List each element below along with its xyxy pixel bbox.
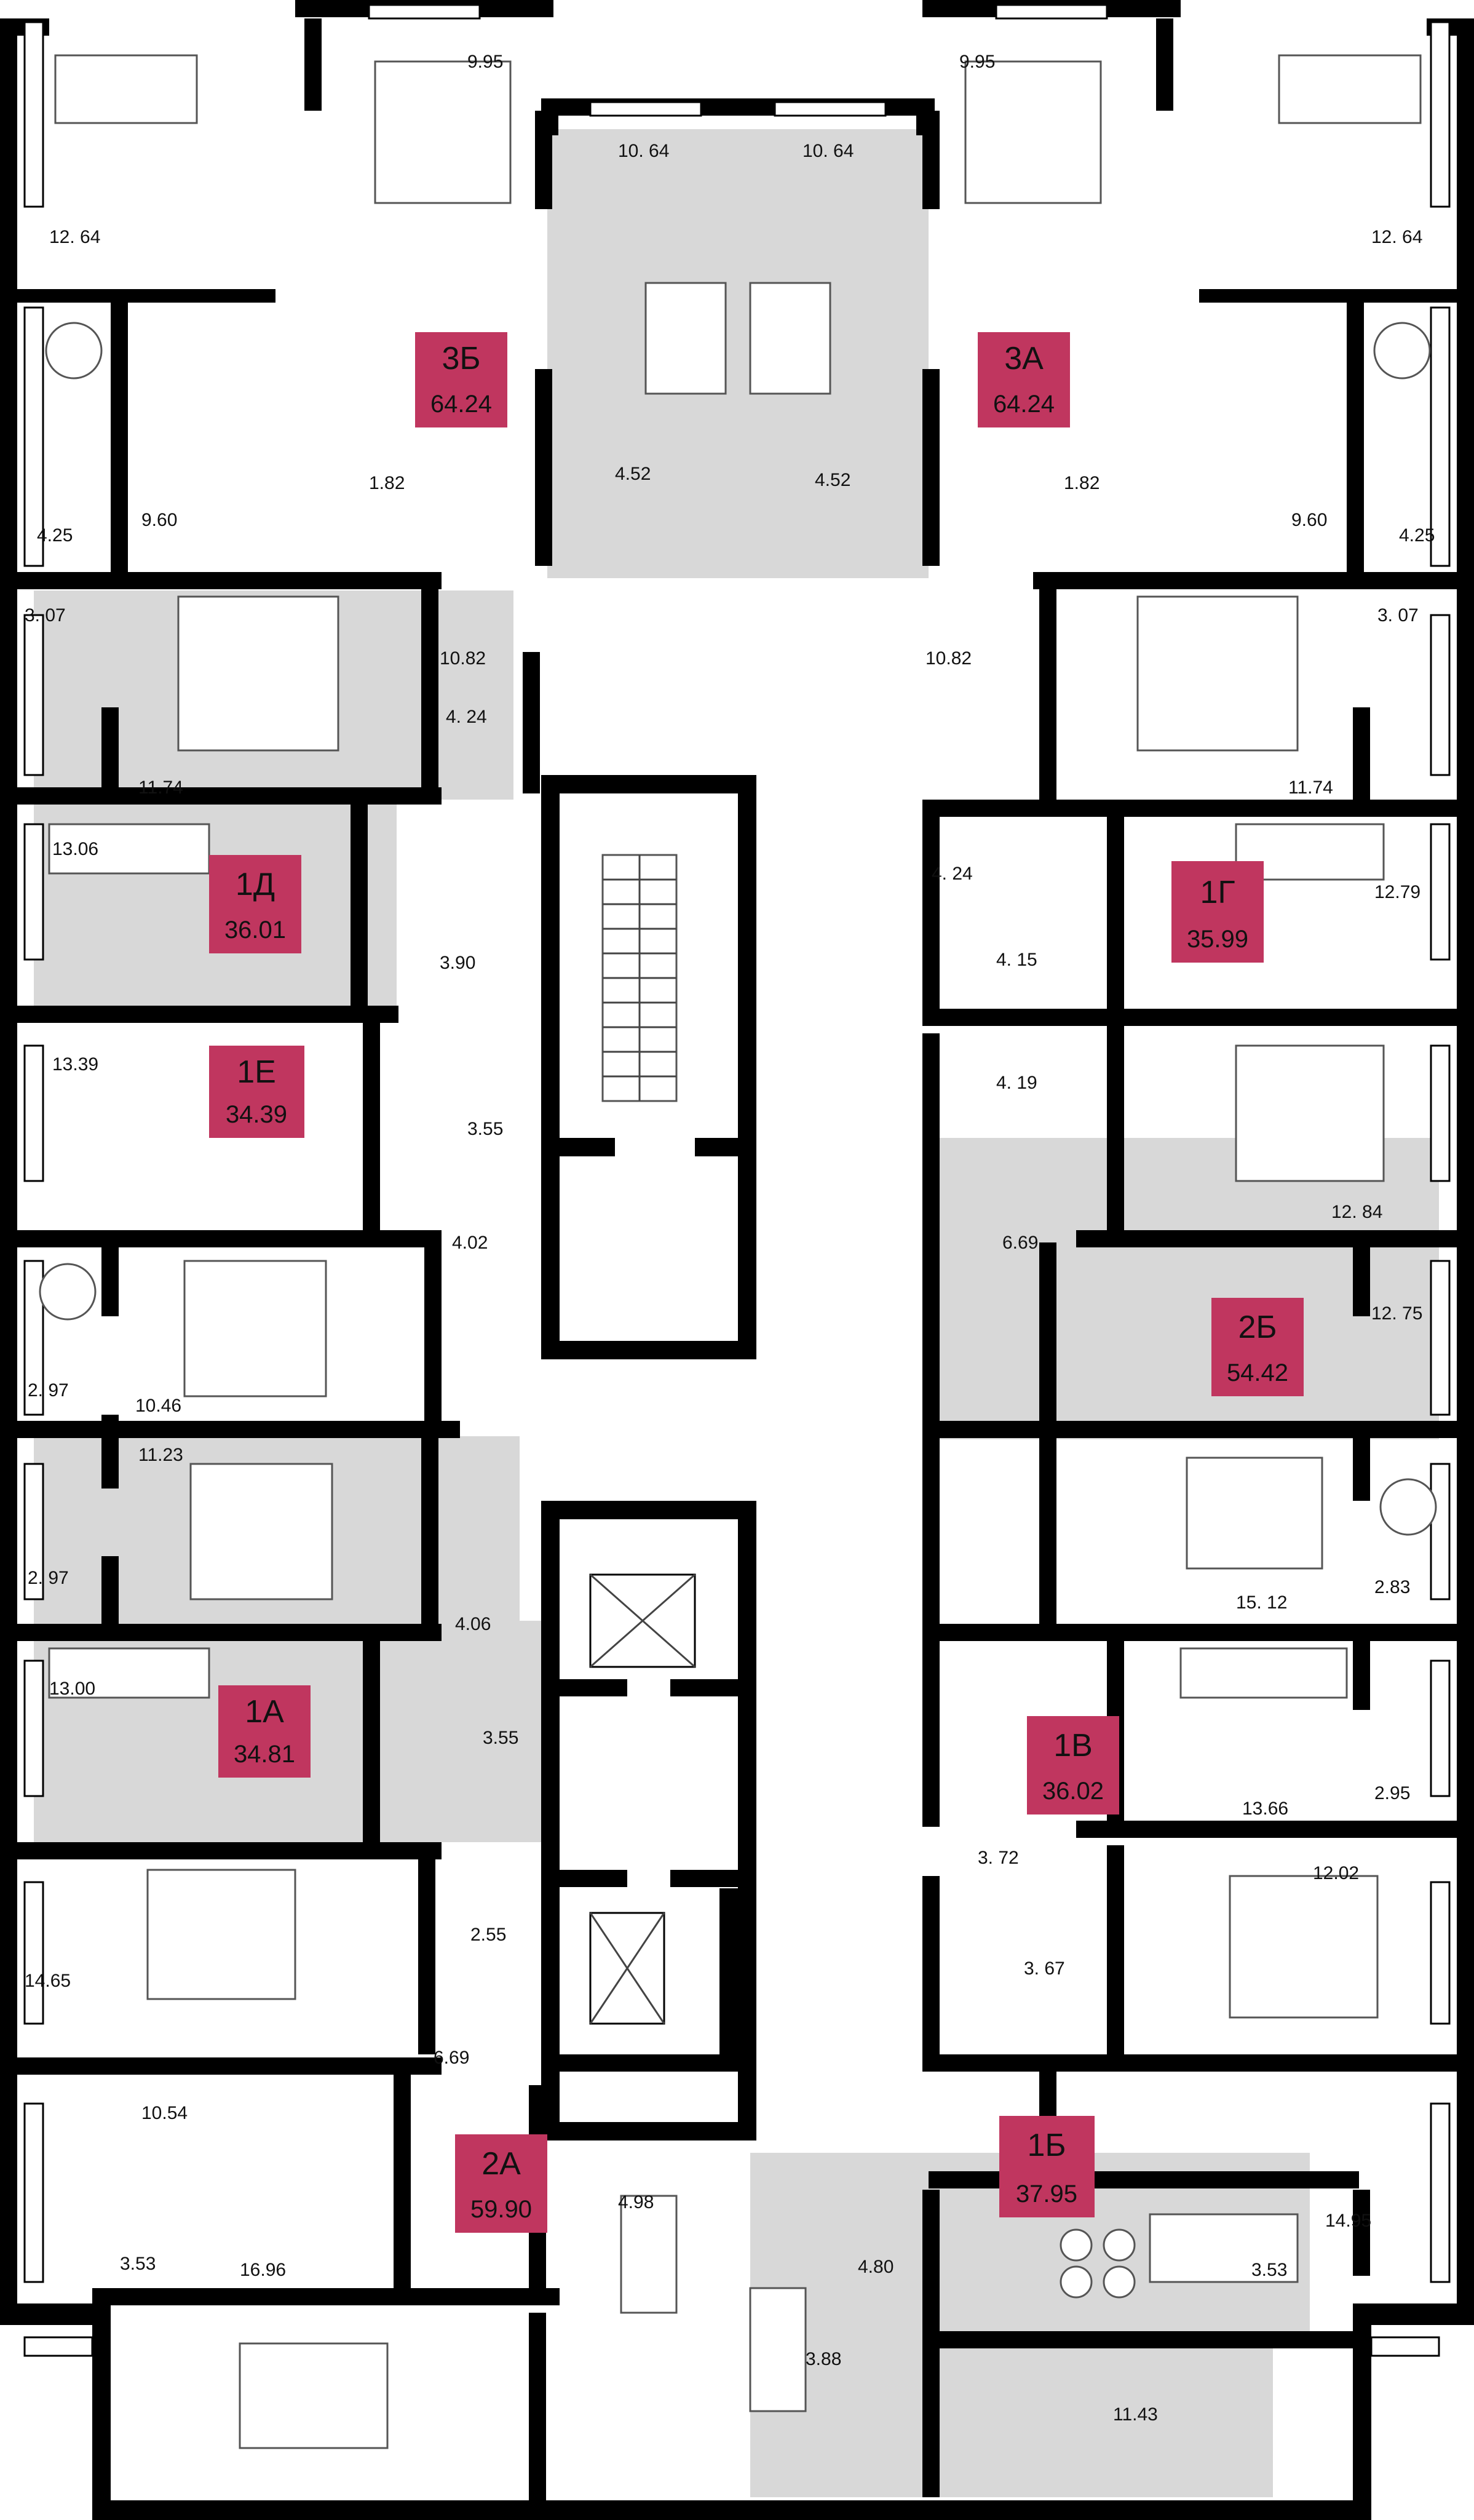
apartment-area: 54.42 [1227,1359,1288,1386]
room-area-label: 12.02 [1313,1863,1359,1883]
room-area-label: 13.39 [52,1054,98,1075]
apartment-id: 1А [245,1694,284,1730]
apartment-badges: 3Б 64.24 3А 64.24 1Д 36.01 1Г 35.99 1Е 3… [209,332,1304,2233]
room-area-label: 3. 07 [25,605,66,626]
apartment-badge: 1Д 36.01 [209,855,301,953]
right-walls [922,18,1457,2497]
room-area-label: 3.55 [483,1728,518,1748]
room-area-label: 2. 97 [28,1568,69,1588]
apartment-id: 2А [481,2146,521,2182]
room-area-label: 10.46 [135,1396,181,1416]
room-area-label: 10. 64 [618,141,669,161]
room-area-label: 4.25 [1399,525,1435,546]
room-area-label: 13.00 [49,1679,95,1699]
apartment-badge: 1А 34.81 [218,1685,311,1778]
room-area-label: 12.79 [1374,882,1421,902]
room-area-label: 9.60 [141,510,177,530]
room-area-label: 3.88 [806,2349,841,2369]
room-area-label: 2.95 [1374,1783,1410,1803]
apartment-area: 36.01 [224,916,286,944]
apartment-badge: 3А 64.24 [978,332,1070,427]
apartment-area: 59.90 [470,2196,532,2223]
apartment-id: 3А [1004,341,1044,376]
apartment-area: 64.24 [430,391,492,418]
room-area-label: 11.23 [138,1445,183,1465]
room-area-label: 12. 75 [1371,1303,1422,1324]
room-area-label: 12. 84 [1331,1202,1382,1222]
room-area-label: 2.55 [470,1925,506,1945]
apartment-area: 37.95 [1016,2180,1077,2208]
furniture [39,54,1437,2449]
room-area-label: 14.65 [25,1971,71,1991]
windows [23,4,1451,2357]
room-area-label: 15. 12 [1236,1592,1287,1613]
apartment-badge: 1Г 35.99 [1171,861,1264,963]
apartment-area: 36.02 [1042,1778,1104,1805]
room-area-label: 3.90 [440,953,475,973]
apartment-badge: 1Б 37.95 [999,2116,1095,2217]
room-area-label: 14.95 [1325,2211,1371,2231]
room-area-label: 4. 15 [996,950,1037,970]
room-area-label: 4.52 [815,470,850,490]
room-area-label: 4.52 [615,464,651,484]
apartment-id: 3Б [442,341,480,376]
apartment-id: 1В [1053,1728,1093,1763]
apartment-badge: 2А 59.90 [455,2134,547,2233]
room-area-label: 10.54 [141,2103,188,2123]
room-area-label: 1.82 [1064,473,1100,493]
apartment-id: 1Г [1200,875,1235,910]
apartment-badge: 1В 36.02 [1027,1716,1119,1814]
apartment-badge: 2Б 54.42 [1211,1298,1304,1396]
room-area-label: 6.69 [434,2048,469,2068]
room-area-label: 3. 07 [1377,605,1419,626]
room-area-label: 2. 97 [28,1380,69,1401]
room-area-label: 3. 67 [1024,1958,1065,1979]
room-area-label: 3. 72 [978,1848,1019,1868]
room-area-label: 1.82 [369,473,405,493]
room-area-label: 16.96 [240,2260,286,2280]
room-area-label: 11.74 [1288,777,1333,798]
room-area-label: 10.82 [440,648,486,669]
room-area-label: 4. 19 [996,1073,1037,1093]
room-area-label: 11.74 [138,777,183,798]
apartment-id: 1Д [236,867,275,902]
room-area-label: 11.43 [1113,2404,1158,2425]
room-area-label: 4.02 [452,1233,488,1253]
room-area-label: 6.69 [1002,1233,1038,1253]
apartment-badge: 3Б 64.24 [415,332,507,427]
apartment-id: 1Е [237,1054,276,1090]
apartment-id: 1Б [1027,2128,1066,2163]
room-area-label: 10.82 [925,648,972,669]
room-area-label: 4. 24 [446,707,487,727]
room-area-label: 2.83 [1374,1577,1410,1597]
apartment-area: 35.99 [1187,926,1248,953]
building-core [541,775,756,2140]
room-area-label: 3.55 [467,1119,503,1139]
room-area-label: 10. 64 [802,141,854,161]
room-area-label: 9.60 [1291,510,1327,530]
apartment-area: 34.39 [226,1101,287,1128]
left-walls [17,18,560,2503]
room-area-label: 4.98 [618,2192,654,2212]
apartment-id: 2Б [1238,1310,1277,1345]
apartment-area: 64.24 [993,391,1055,418]
apartment-area: 34.81 [234,1741,295,1768]
apartment-badge: 1Е 34.39 [209,1046,304,1138]
room-area-label: 4.80 [858,2257,894,2277]
room-area-label: 9.95 [467,52,503,72]
room-area-label: 3.53 [1251,2260,1287,2280]
room-area-labels: 9.95 12. 64 10. 64 9.95 10. 64 12. 64 1.… [25,52,1435,2425]
room-area-label: 3.53 [120,2254,156,2274]
room-area-label: 13.06 [52,839,98,859]
room-area-label: 4.25 [37,525,73,546]
room-area-label: 4.06 [455,1614,491,1634]
room-area-label: 12. 64 [49,227,100,247]
room-area-label: 4. 24 [932,864,973,884]
room-area-label: 12. 64 [1371,227,1422,247]
room-area-label: 13.66 [1242,1799,1288,1819]
room-area-label: 9.95 [959,52,995,72]
